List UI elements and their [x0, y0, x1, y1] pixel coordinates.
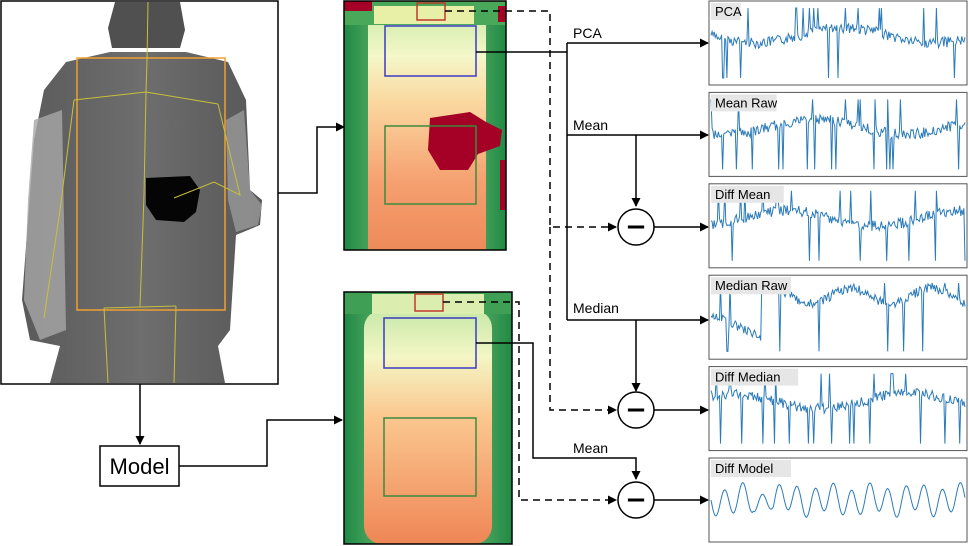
signal-trace: [710, 373, 966, 444]
signal-plot-2: Mean Raw: [708, 91, 968, 177]
signal-plot-1: PCA: [708, 0, 968, 86]
plot-title-bg: [711, 94, 777, 112]
plot-title: Median Raw: [715, 278, 788, 293]
plot-title-bg: [711, 460, 791, 477]
plot-title: PCA: [715, 4, 742, 19]
svg-text:−: −: [625, 395, 647, 425]
plot-title: Mean Raw: [715, 95, 778, 110]
roi-chest: [384, 25, 477, 77]
svg-text:−: −: [625, 212, 647, 242]
subtract-node-mean: −: [617, 208, 655, 246]
plot-title: Diff Model: [715, 461, 773, 476]
subtract-node-model: −: [617, 481, 655, 519]
plot-title-bg: [711, 3, 741, 20]
signal-trace: [710, 7, 966, 79]
signal-trace: [710, 99, 966, 170]
signal-trace: [710, 481, 966, 519]
heatmap-measured: [343, 0, 507, 251]
svg-text:−: −: [625, 485, 647, 515]
plot-title: Diff Mean: [715, 187, 770, 202]
signal-trace: [710, 282, 966, 352]
label-median: Median: [573, 300, 619, 316]
model-box: Model: [99, 445, 180, 487]
plot-title-bg: [711, 185, 784, 203]
model-label: Model: [110, 454, 170, 479]
subtract-node-median: −: [617, 391, 655, 429]
signal-plot-4: Median Raw: [708, 274, 968, 360]
signal-plot-6: Diff Model: [708, 457, 968, 543]
signal-trace: [710, 190, 966, 261]
plot-title-bg: [711, 277, 791, 295]
depth-image: [0, 0, 279, 385]
skeleton-overlay: [43, 1, 241, 384]
plot-title: Diff Median: [715, 370, 781, 385]
signal-plot-5: Diff Median: [708, 366, 968, 452]
signal-plot-3: Diff Mean: [708, 183, 968, 269]
label-mean-bottom: Mean: [573, 440, 608, 456]
dashed-connectors: [443, 10, 617, 505]
label-mean-top: Mean: [573, 117, 608, 133]
subtract-operators: − − −: [617, 208, 655, 519]
roi-abdomen-model: [383, 417, 477, 497]
heatmap-model: [343, 291, 513, 545]
label-pca: PCA: [573, 25, 602, 41]
connectors: [135, 38, 709, 505]
roi-abdomen: [384, 125, 477, 205]
plot-title-bg: [711, 368, 799, 386]
